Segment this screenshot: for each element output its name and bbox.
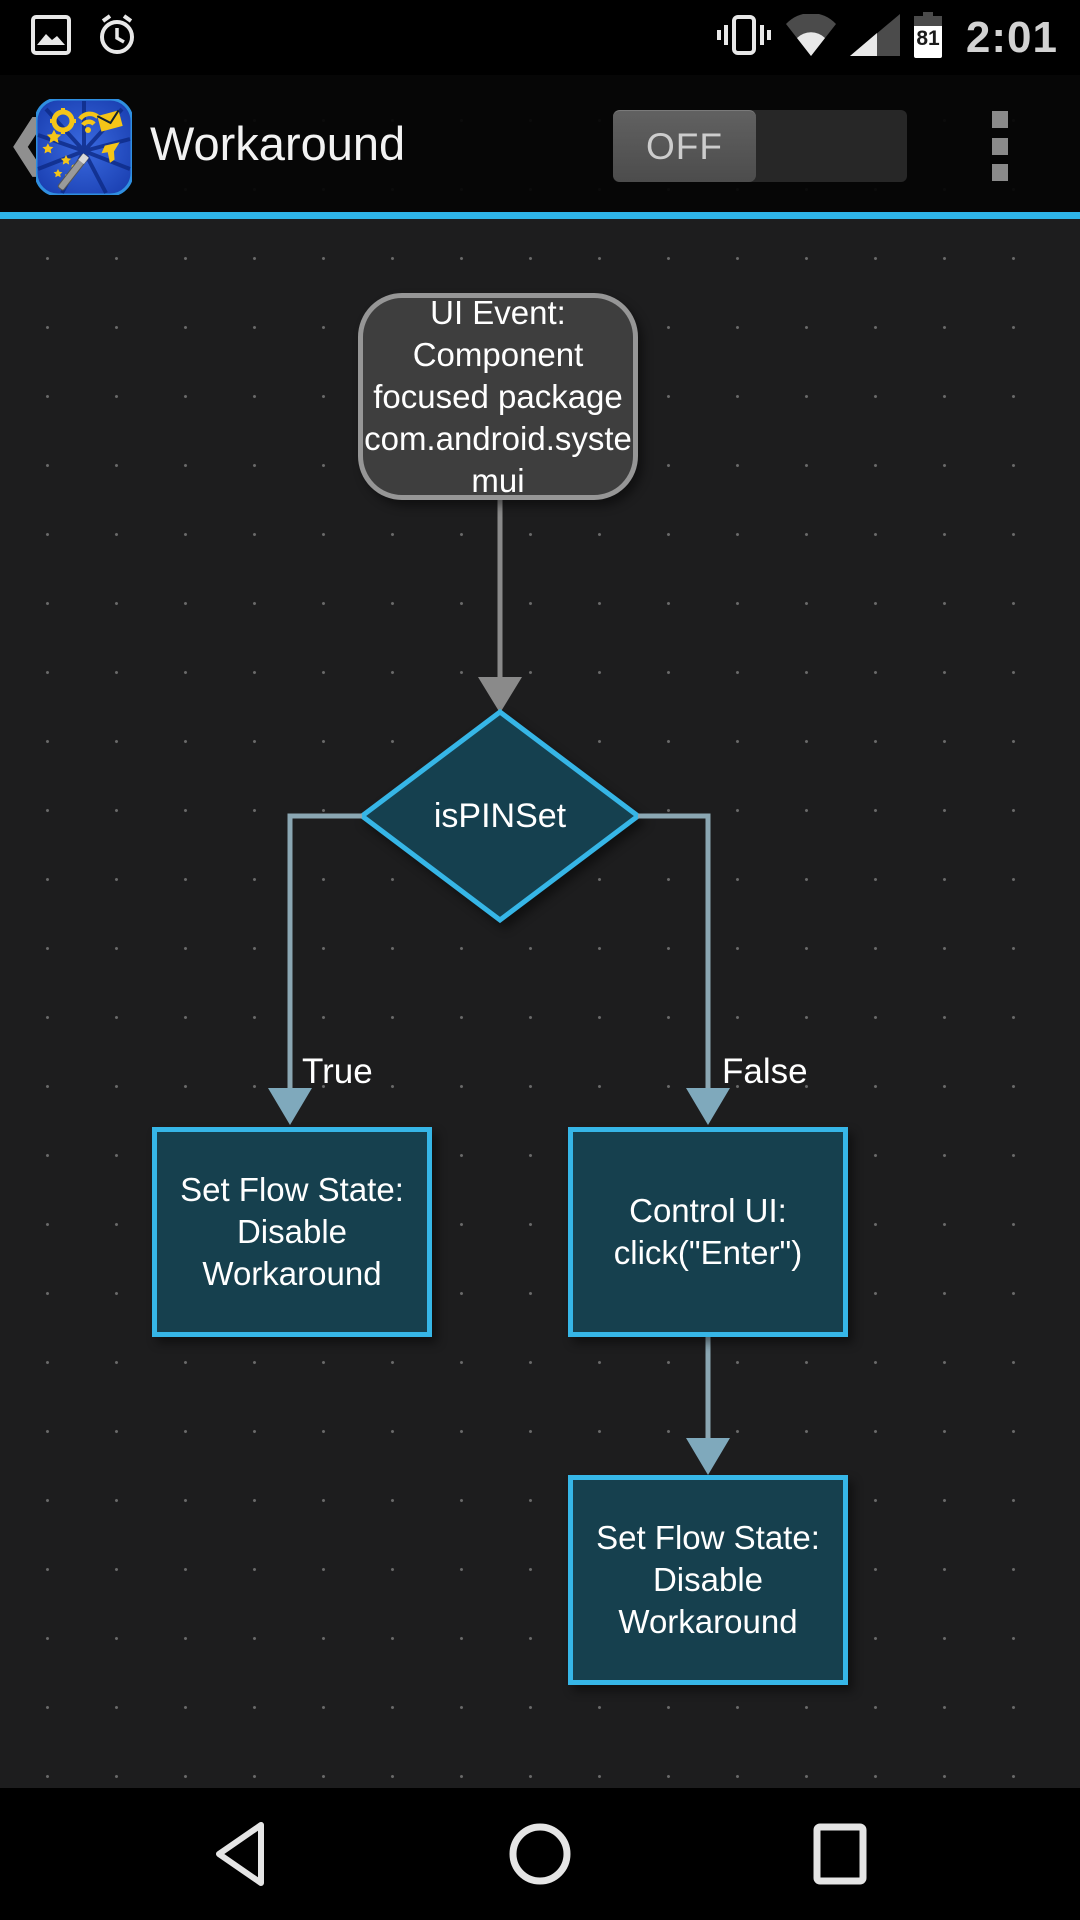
nav-recents-icon [813, 1823, 867, 1885]
flowchart-edges [268, 500, 730, 1475]
node-ui-event[interactable]: UI Event: Component focused package com.… [358, 293, 638, 500]
node-decision-label[interactable]: isPINSet [433, 797, 567, 835]
battery-percent-text: 81 [916, 27, 940, 50]
navigation-bar [0, 1788, 1080, 1920]
nav-home-icon [509, 1823, 571, 1885]
node-set-flow-state-true[interactable]: Set Flow State: Disable Workaround [152, 1127, 432, 1337]
signal-icon [849, 14, 900, 61]
nav-back-icon [216, 1822, 264, 1886]
nav-home-button[interactable] [460, 1788, 620, 1920]
gallery-icon [30, 14, 72, 61]
node-set-flow-state-final[interactable]: Set Flow State: Disable Workaround [568, 1475, 848, 1685]
flow-enable-toggle[interactable]: OFF [613, 110, 907, 182]
clock-text: 2:01 [965, 12, 1058, 62]
accent-divider [0, 212, 1080, 219]
edge-label-true: True [302, 1052, 373, 1091]
back-chevron-icon[interactable]: ❮ [6, 110, 55, 175]
vibrate-icon [716, 13, 772, 62]
status-bar: 81 2:01 [0, 0, 1080, 75]
nav-back-button[interactable] [160, 1788, 320, 1920]
app-bar: ❮ [0, 75, 1080, 212]
overflow-menu-icon[interactable] [980, 111, 1020, 181]
nav-recents-button[interactable] [760, 1788, 920, 1920]
flowchart-canvas[interactable]: UI Event: Component focused package com.… [0, 219, 1080, 1788]
alarm-icon [94, 12, 140, 63]
toggle-thumb[interactable]: OFF [613, 110, 756, 182]
battery-icon: 81 [913, 12, 942, 63]
app-logo-icon[interactable] [34, 97, 134, 197]
edge-label-false: False [722, 1052, 808, 1091]
wifi-icon [785, 13, 836, 61]
node-control-ui[interactable]: Control UI: click("Enter") [568, 1127, 848, 1337]
page-title: Workaround [150, 117, 406, 170]
